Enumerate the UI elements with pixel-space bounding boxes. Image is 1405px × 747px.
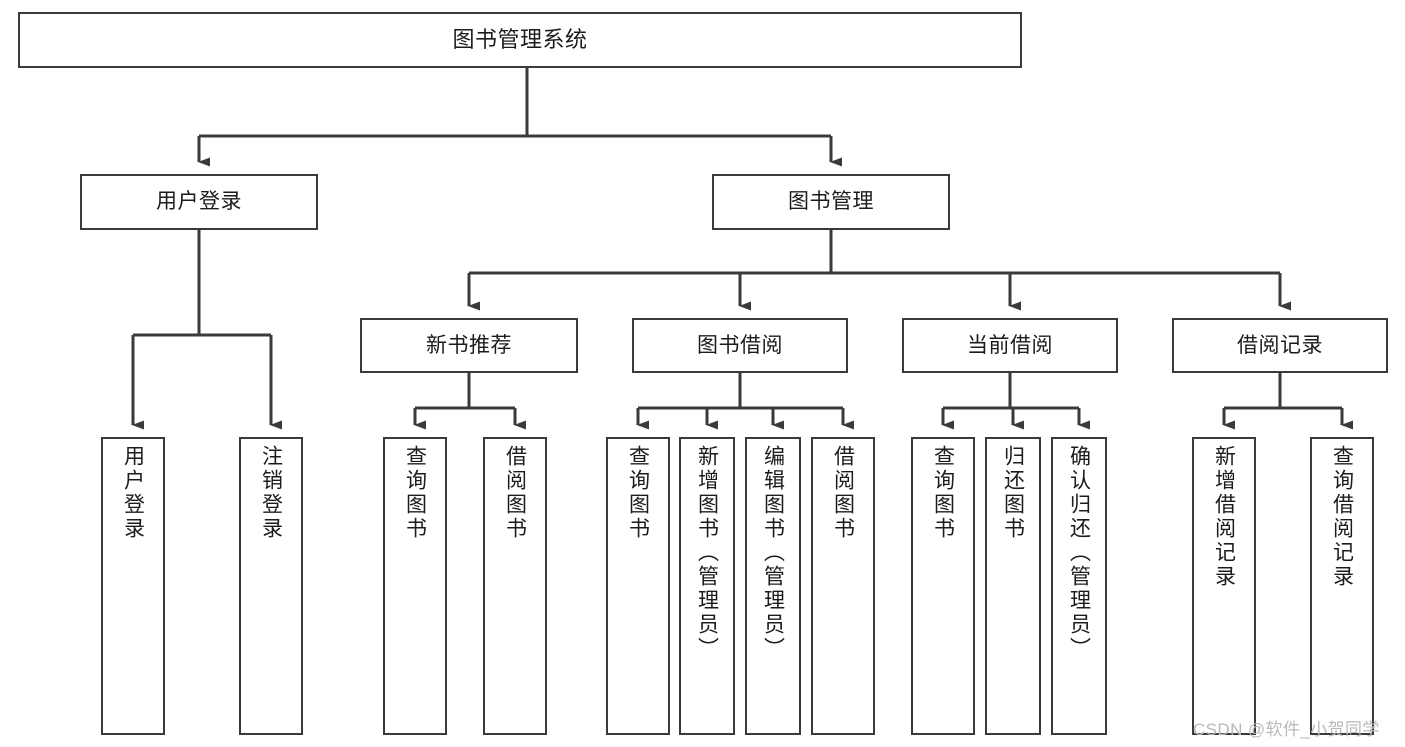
node-label: 查询借阅记录 — [1330, 445, 1354, 589]
node-user-login[interactable]: 用户登录 — [80, 174, 318, 230]
node-label: 查询图书 — [403, 445, 427, 541]
leaf-book-borrow-lend[interactable]: 借阅图书 — [811, 437, 875, 735]
node-new-book-recommend[interactable]: 新书推荐 — [360, 318, 578, 373]
node-root-system[interactable]: 图书管理系统 — [18, 12, 1022, 68]
csdn-watermark: CSDN @软件_小贺同学 — [1193, 720, 1380, 739]
leaf-borrow-record-add[interactable]: 新增借阅记录 — [1192, 437, 1256, 735]
node-label: 编辑图书（管理员） — [761, 445, 785, 661]
node-label: 用户登录 — [121, 445, 145, 541]
leaf-user-login-signin[interactable]: 用户登录 — [101, 437, 165, 735]
node-book-management[interactable]: 图书管理 — [712, 174, 950, 230]
leaf-book-borrow-edit[interactable]: 编辑图书（管理员） — [745, 437, 801, 735]
node-label: 借阅图书 — [831, 445, 855, 541]
node-label: 新增借阅记录 — [1212, 445, 1236, 589]
node-label: 注销登录 — [259, 445, 283, 541]
leaf-current-borrow-confirm[interactable]: 确认归还（管理员） — [1051, 437, 1107, 735]
node-label: 图书管理系统 — [452, 26, 588, 52]
node-borrow-record[interactable]: 借阅记录 — [1172, 318, 1388, 373]
node-label: 确认归还（管理员） — [1067, 445, 1091, 661]
leaf-new-book-borrow[interactable]: 借阅图书 — [483, 437, 547, 735]
node-label: 查询图书 — [626, 445, 650, 541]
node-label: 图书借阅 — [697, 333, 783, 357]
node-label: 新增图书（管理员） — [695, 445, 719, 661]
leaf-borrow-record-query[interactable]: 查询借阅记录 — [1310, 437, 1374, 735]
leaf-new-book-query[interactable]: 查询图书 — [383, 437, 447, 735]
leaf-current-borrow-query[interactable]: 查询图书 — [911, 437, 975, 735]
node-label: 归还图书 — [1001, 445, 1025, 541]
leaf-current-borrow-return[interactable]: 归还图书 — [985, 437, 1041, 735]
node-label: 借阅图书 — [503, 445, 527, 541]
node-label: 用户登录 — [156, 190, 242, 214]
node-label: 当前借阅 — [967, 333, 1053, 357]
leaf-book-borrow-add[interactable]: 新增图书（管理员） — [679, 437, 735, 735]
node-label: 借阅记录 — [1237, 333, 1323, 357]
node-current-borrow[interactable]: 当前借阅 — [902, 318, 1118, 373]
node-label: 查询图书 — [931, 445, 955, 541]
node-book-borrow[interactable]: 图书借阅 — [632, 318, 848, 373]
leaf-user-login-signout[interactable]: 注销登录 — [239, 437, 303, 735]
node-label: 新书推荐 — [426, 333, 512, 357]
leaf-book-borrow-query[interactable]: 查询图书 — [606, 437, 670, 735]
node-label: 图书管理 — [788, 190, 874, 214]
